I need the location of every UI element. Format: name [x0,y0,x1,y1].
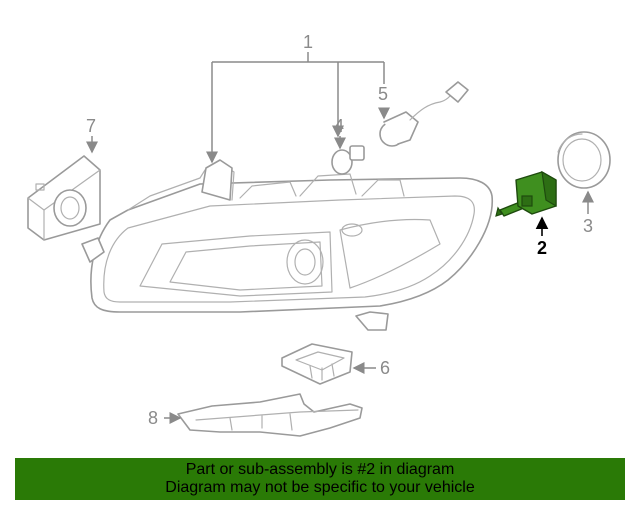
bracket-part-6 [281,343,353,385]
callout-3: 3 [583,216,593,236]
cover-cap-part-3 [557,131,611,189]
callout-2: 2 [537,238,547,258]
info-banner: Part or sub-assembly is #2 in diagram Di… [15,458,625,500]
callout-8: 8 [148,408,158,428]
callout-5: 5 [378,84,388,104]
leader-lines [86,52,594,424]
bulb-part-2-highlighted [495,170,557,217]
headlamp-assembly [81,159,493,331]
callout-4: 4 [334,116,344,136]
trim-bracket-part-8 [177,393,363,437]
callout-1: 1 [303,32,313,52]
callout-7: 7 [86,116,96,136]
socket-part-5 [379,81,469,147]
bulb-part-4 [331,145,365,175]
ballast-module [27,155,101,241]
banner-line-2: Diagram may not be specific to your vehi… [165,479,475,496]
callout-6: 6 [380,358,390,378]
banner-line-1: Part or sub-assembly is #2 in diagram [185,461,455,478]
